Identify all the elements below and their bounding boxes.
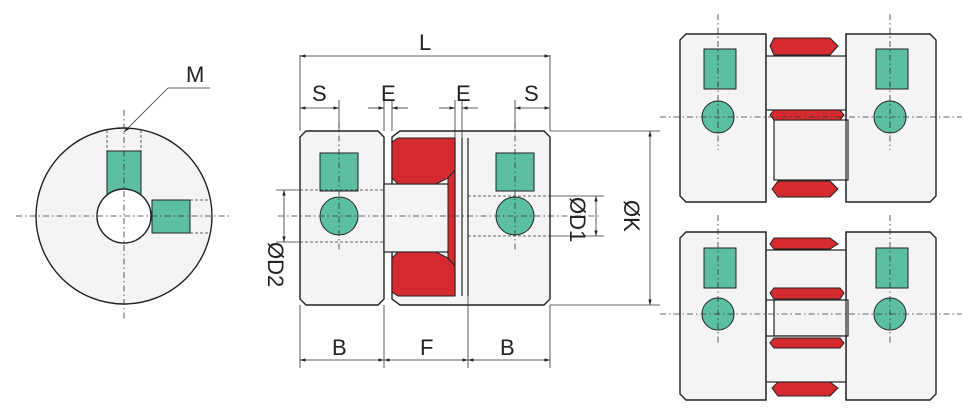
variant-bottom xyxy=(660,215,962,401)
label-e-left: E xyxy=(381,81,396,106)
spider-upper xyxy=(391,137,456,185)
label-l: L xyxy=(419,30,431,55)
label-b-left: B xyxy=(332,335,347,360)
variant-top-spider-2 xyxy=(769,109,845,121)
label-d2: ØD2 xyxy=(263,242,288,287)
spider-lower xyxy=(391,251,456,297)
right-set-screw xyxy=(495,196,535,236)
label-d1: ØD1 xyxy=(565,197,590,242)
m-leader xyxy=(123,87,210,133)
side-view: L S E E S ØD2 ØD1 ØK xyxy=(263,30,660,368)
label-m: M xyxy=(186,62,204,87)
end-view: M xyxy=(16,62,232,320)
label-k: ØK xyxy=(619,200,644,232)
label-f: F xyxy=(420,335,433,360)
variant-top-spider-1 xyxy=(769,37,839,56)
radial-screw xyxy=(151,199,191,234)
left-set-screw xyxy=(319,196,359,236)
shaft-stub xyxy=(383,183,451,253)
variant-bottom-spider-3 xyxy=(769,337,845,349)
spider-web xyxy=(447,168,456,268)
variant-bottom-spider-2 xyxy=(769,287,845,300)
variant-bottom-spider-4 xyxy=(771,381,839,397)
variant-top xyxy=(660,14,962,203)
label-s-right: S xyxy=(524,81,539,106)
label-b-right: B xyxy=(500,335,515,360)
label-e-right: E xyxy=(456,81,471,106)
label-s-left: S xyxy=(312,81,327,106)
variant-top-spider-3 xyxy=(771,180,839,198)
variant-bottom-spider-1 xyxy=(769,237,839,250)
